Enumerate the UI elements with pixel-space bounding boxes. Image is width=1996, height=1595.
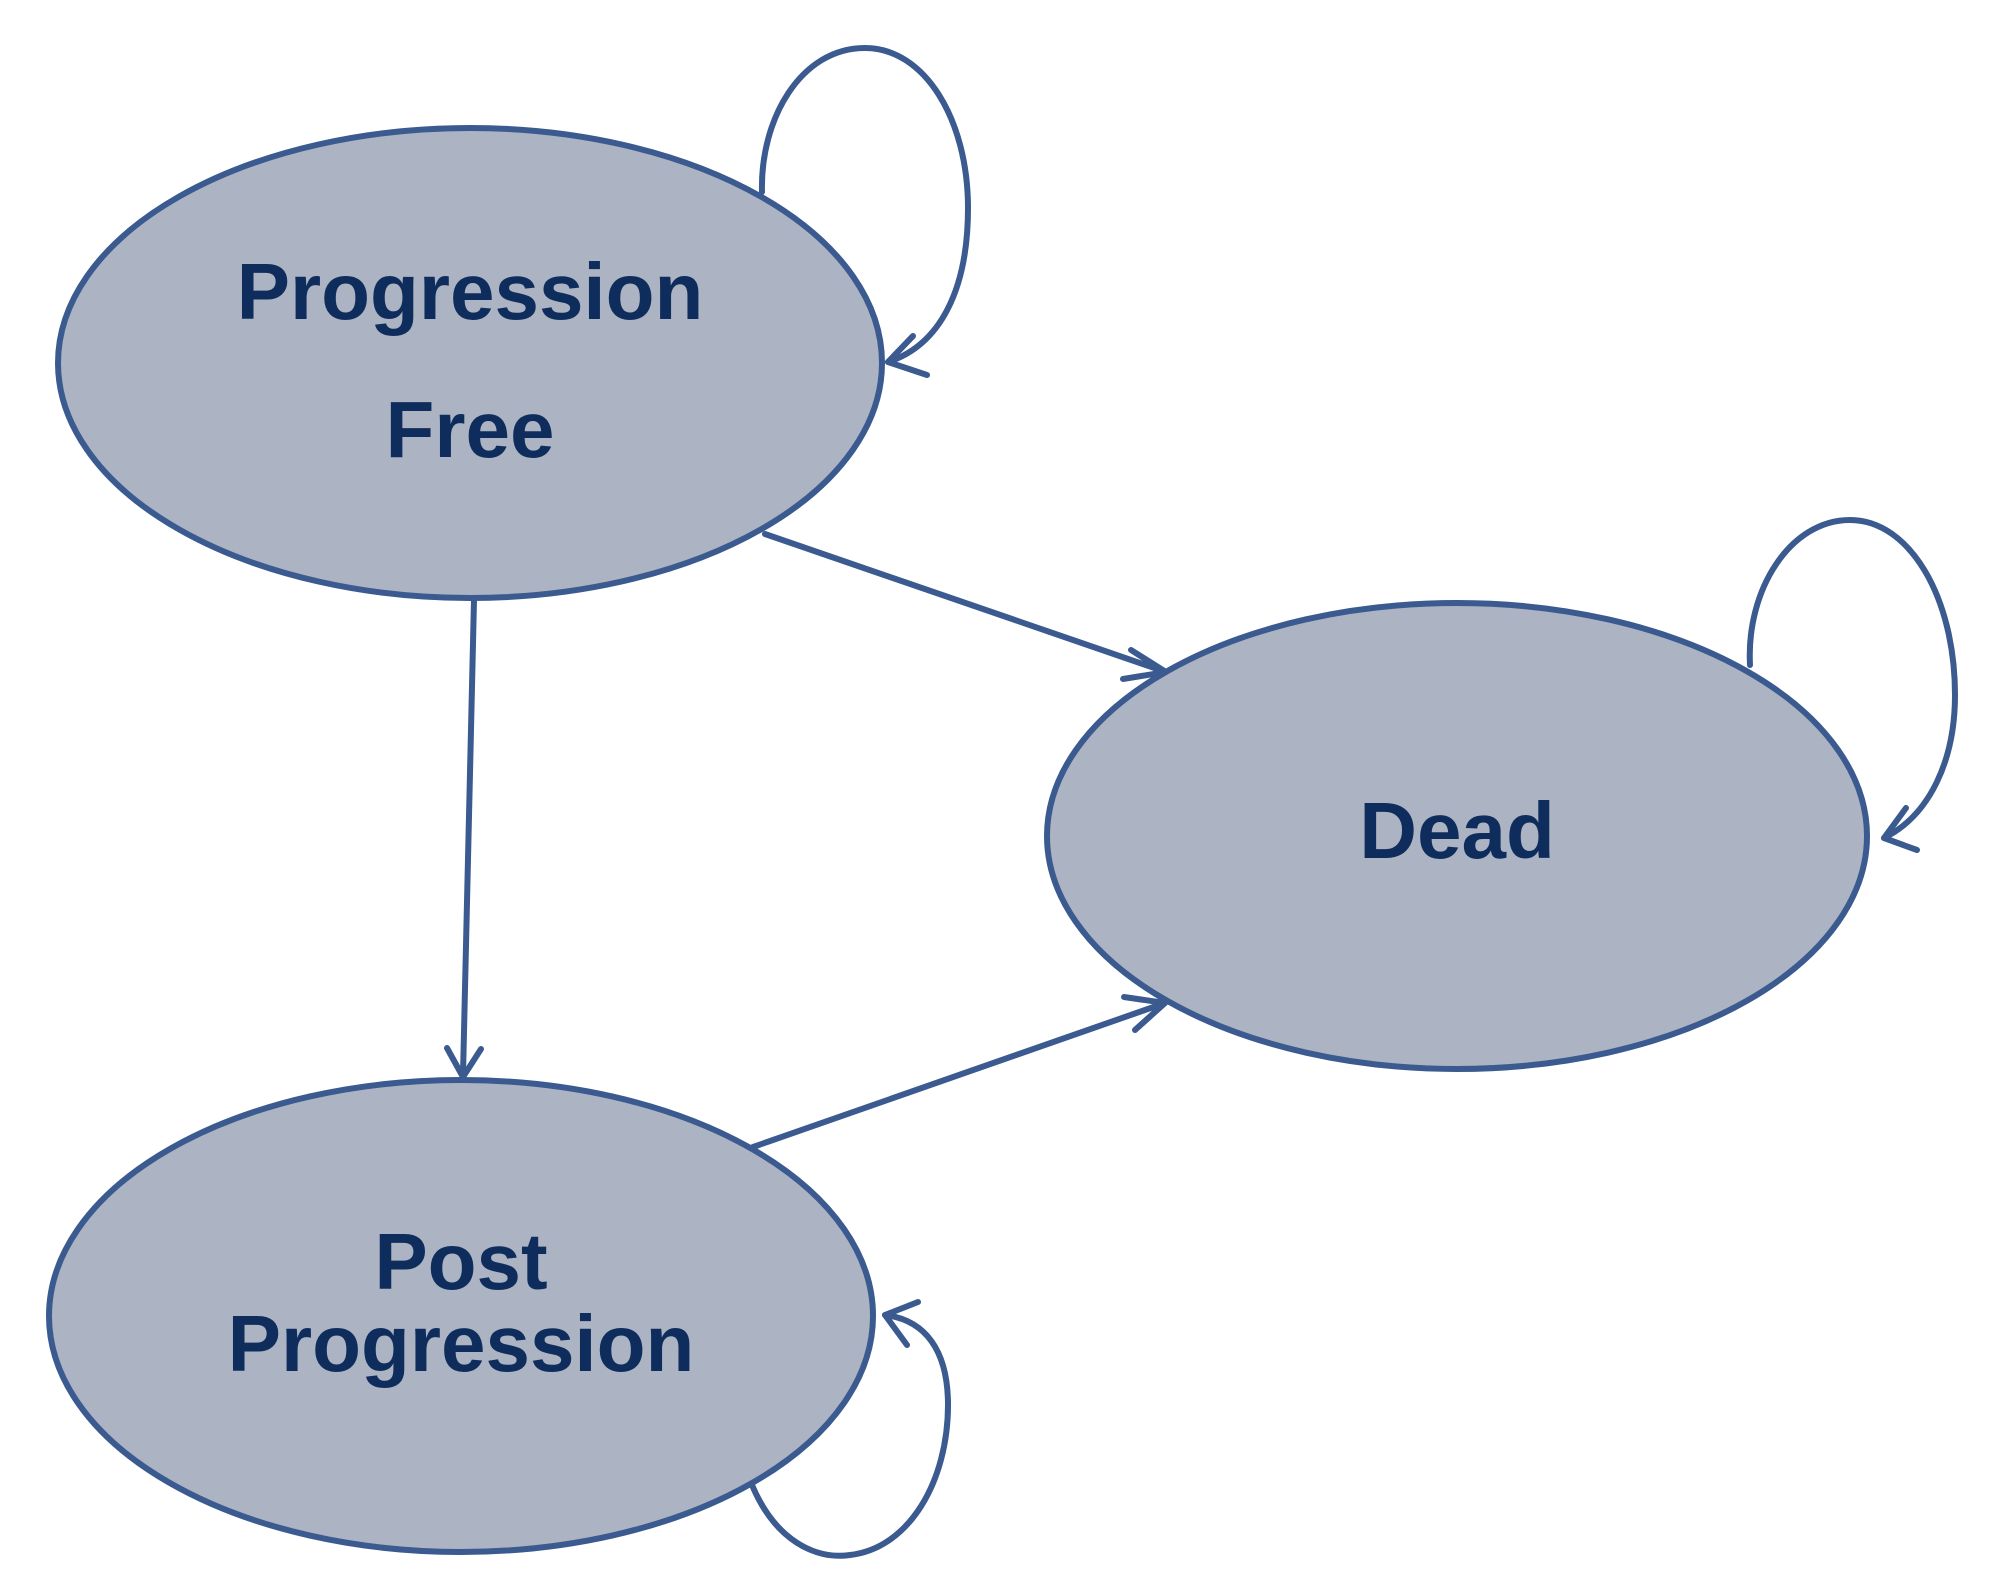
state-progression-free: Progression Free: [55, 125, 885, 601]
self-loop-dead: [1746, 517, 1958, 841]
state-dead-label: Dead: [1359, 786, 1555, 875]
arrowhead-self-loop-progression-free: [885, 333, 930, 378]
state-dead-shape: [1044, 600, 1870, 1072]
self-loop-progression-free: [758, 45, 971, 365]
state-post-progression-label-line2: Progression: [228, 1299, 695, 1388]
arrowhead-post-progression: [444, 1045, 484, 1080]
arrowhead-self-loop-dead: [1881, 805, 1920, 853]
state-post-progression: Post Progression: [46, 1077, 876, 1555]
self-loop-post-progression: [749, 1312, 951, 1559]
state-progression-free-label-line2: Free: [386, 385, 555, 474]
state-progression-free-shape: [55, 125, 885, 601]
edge-progression-free-to-dead: [762, 531, 1169, 675]
edge-post-progression-to-dead: [750, 1000, 1168, 1150]
state-progression-free-label-line1: Progression: [237, 247, 704, 336]
state-dead: Dead: [1044, 600, 1870, 1072]
state-post-progression-label-line1: Post: [374, 1217, 547, 1306]
edge-progression-free-to-post-progression: [460, 597, 477, 1078]
transitions: [444, 45, 1958, 1559]
state-post-progression-shape: [46, 1077, 876, 1555]
arrowhead-self-loop-post-progression: [882, 1299, 921, 1348]
